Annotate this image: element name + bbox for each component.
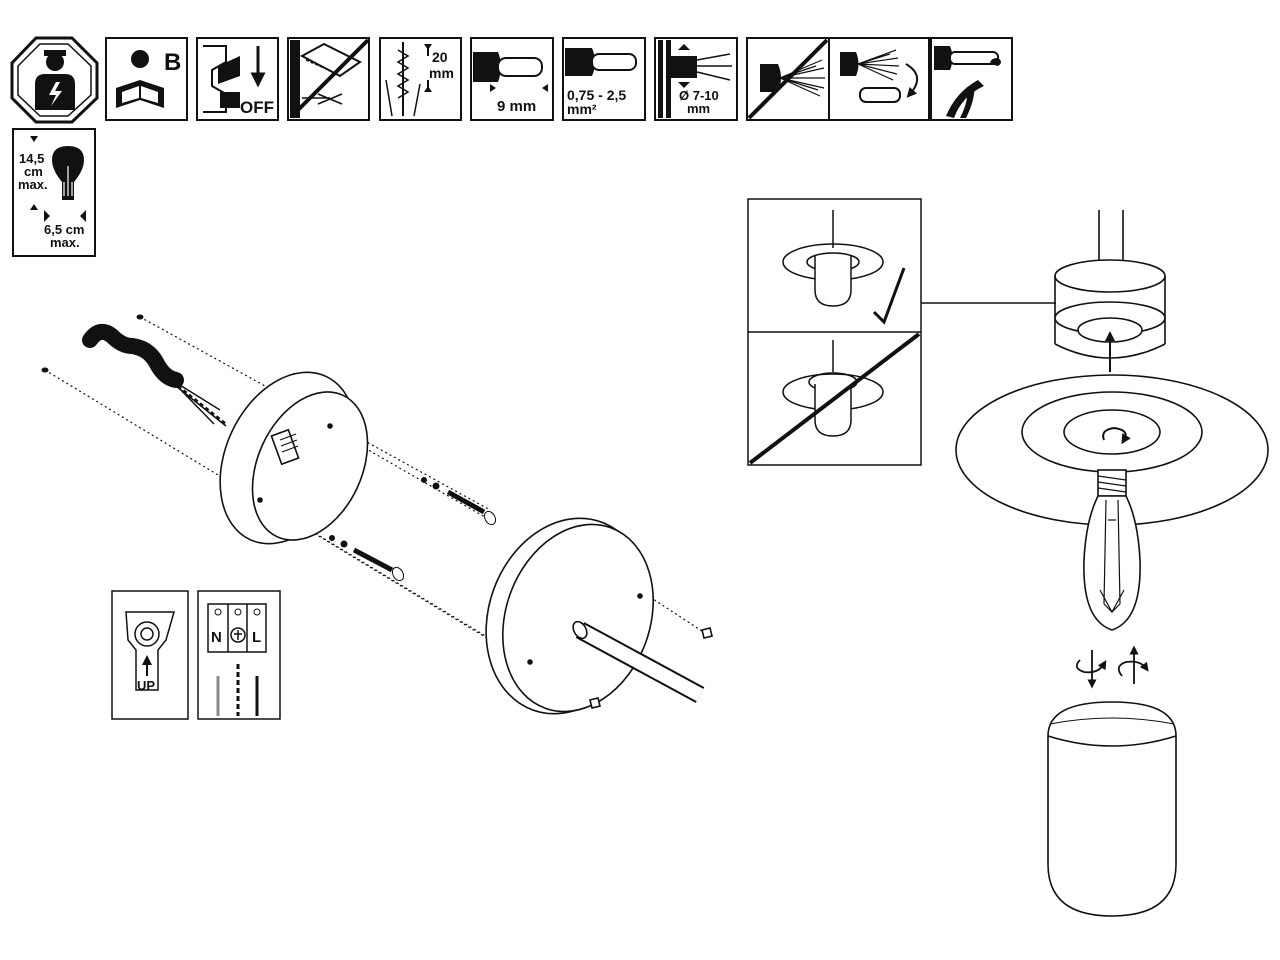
- cable-diameter-unit: mm: [687, 101, 710, 116]
- mount-orientation-detail: UP: [111, 590, 189, 720]
- switch-off-icon: OFF: [196, 37, 279, 121]
- pendant-assembly: [955, 210, 1269, 917]
- cable-diameter-icon: Ø 7-10 mm: [654, 37, 738, 121]
- screw-lower: [329, 535, 405, 582]
- no-frayed-wire-icon: [746, 37, 830, 121]
- read-manual-icon: B: [105, 37, 188, 121]
- lamp-canopy: [1054, 259, 1166, 372]
- drill-depth-icon: 20 mm: [379, 37, 462, 121]
- wall-mount-assembly: [41, 314, 713, 715]
- bulb-width-value: 6,5 cm: [44, 222, 84, 237]
- bulb-height-unit: cm: [24, 164, 43, 179]
- lamp-shade: [955, 374, 1269, 526]
- shade-fitting-detail: [747, 198, 1056, 466]
- crimp-wire-pliers-icon: [930, 37, 1013, 121]
- cable-diameter-value: Ø 7-10: [679, 88, 719, 103]
- wire-cross-section-icon: 0,75 - 2,5 mm²: [562, 37, 646, 121]
- strip-length-value: 9 mm: [497, 98, 536, 115]
- mounting-base: [219, 371, 369, 545]
- check-hidden-cables-icon: [287, 37, 370, 121]
- terminal-wiring-detail: N L: [197, 590, 281, 720]
- glass-cover: [1047, 701, 1177, 917]
- up-label: UP: [137, 678, 155, 693]
- bulb-width-max: max.: [50, 235, 80, 250]
- correct-fitting: [782, 210, 906, 325]
- incorrect-strike-icon: [748, 332, 921, 465]
- incorrect-fitting: [748, 332, 921, 465]
- screw-upper: [421, 477, 497, 526]
- bulb-height-value: 14,5: [19, 151, 44, 166]
- wall-plug: [136, 314, 144, 320]
- manual-letter: B: [164, 49, 181, 76]
- drill-depth-value: 20: [432, 49, 448, 65]
- off-label: OFF: [240, 98, 274, 117]
- twist-arrows-icon: [1075, 645, 1149, 689]
- qualified-electrician-icon: [10, 36, 99, 124]
- twist-wire-ends-icon: [828, 37, 930, 121]
- neutral-terminal-label: N: [211, 629, 222, 646]
- live-terminal-label: L: [252, 629, 261, 646]
- checkmark-icon: [872, 267, 906, 325]
- wire-section-value: 0,75 - 2,5: [567, 87, 626, 103]
- edison-bulb: [1083, 469, 1141, 631]
- lamp-wall-plate: [485, 517, 713, 715]
- wire-section-unit: mm²: [567, 101, 597, 117]
- drill-depth-unit: mm: [429, 65, 454, 81]
- bulb-height-max: max.: [18, 177, 48, 192]
- strip-length-icon: 9 mm: [470, 37, 554, 121]
- power-cable: [82, 323, 227, 427]
- max-bulb-size-icon: 14,5 cm max. 6,5 cm max.: [12, 128, 96, 257]
- wall-plug: [41, 367, 49, 373]
